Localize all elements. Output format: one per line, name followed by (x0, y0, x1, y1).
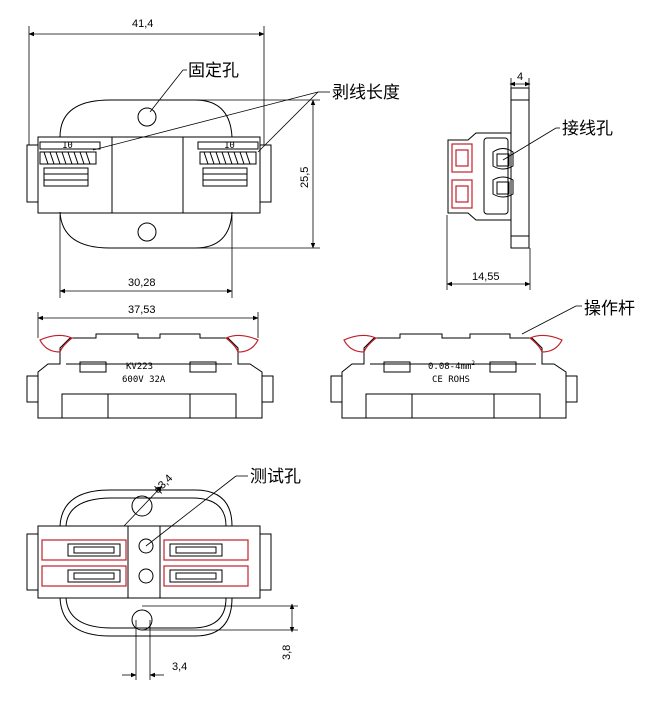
dim-side-width: 14,55 (472, 271, 500, 283)
front-view-right-levers (343, 334, 563, 353)
wire-range-marking: 0.08-4mm2 (428, 360, 475, 372)
front-view-right (330, 333, 578, 419)
fixing-hole-bottom (137, 222, 157, 242)
dim-base-width: 30,28 (128, 277, 156, 289)
dim-body-height: 25,5 (299, 167, 311, 188)
cert-marking: CE ROHS (432, 375, 470, 385)
side-view-dimensions (446, 78, 560, 290)
wire-hole-upper (492, 148, 514, 170)
mounting-flange (59, 99, 233, 249)
fixing-hole-top (137, 107, 157, 127)
callout-wire-hole: 接线孔 (562, 119, 613, 139)
dim-test-hole-dia: ϕ3,4 (152, 472, 176, 496)
callout-test-hole: 测试孔 (250, 467, 301, 487)
dim-hole-width: 3,4 (172, 661, 187, 673)
top-view (26, 99, 272, 249)
side-view-levers (451, 143, 473, 209)
front-view-left (26, 333, 274, 419)
callout-strip-length: 剥线长度 (332, 83, 400, 103)
callout-lever: 操作杆 (584, 299, 635, 319)
bottom-fixing-hole-bottom (131, 609, 153, 631)
front-view-left-levers (39, 334, 259, 353)
bottom-view (26, 489, 272, 637)
bottom-view-levers (41, 539, 249, 587)
callout-fixing-hole: 固定孔 (188, 61, 239, 81)
dim-side-depth: 4 (517, 71, 523, 83)
dim-overall-width: 41,4 (132, 18, 153, 30)
dim-lever-span: 37,53 (128, 304, 156, 316)
strip-gauge-right-label: 10 (224, 141, 235, 151)
strip-gauge-left-label: 10 (62, 141, 73, 151)
dim-hole-offset: 3,8 (281, 645, 293, 660)
bottom-view-dimensions (122, 475, 298, 680)
rating-marking: 600V 32A (122, 375, 166, 385)
wire-hole-lower (492, 176, 514, 198)
bottom-fixing-hole-top (131, 495, 153, 517)
test-hole-lower (138, 568, 154, 584)
top-view-dimensions (28, 26, 330, 298)
test-hole-upper (138, 538, 154, 554)
model-marking: KV223 (126, 362, 153, 372)
side-view (447, 87, 530, 249)
